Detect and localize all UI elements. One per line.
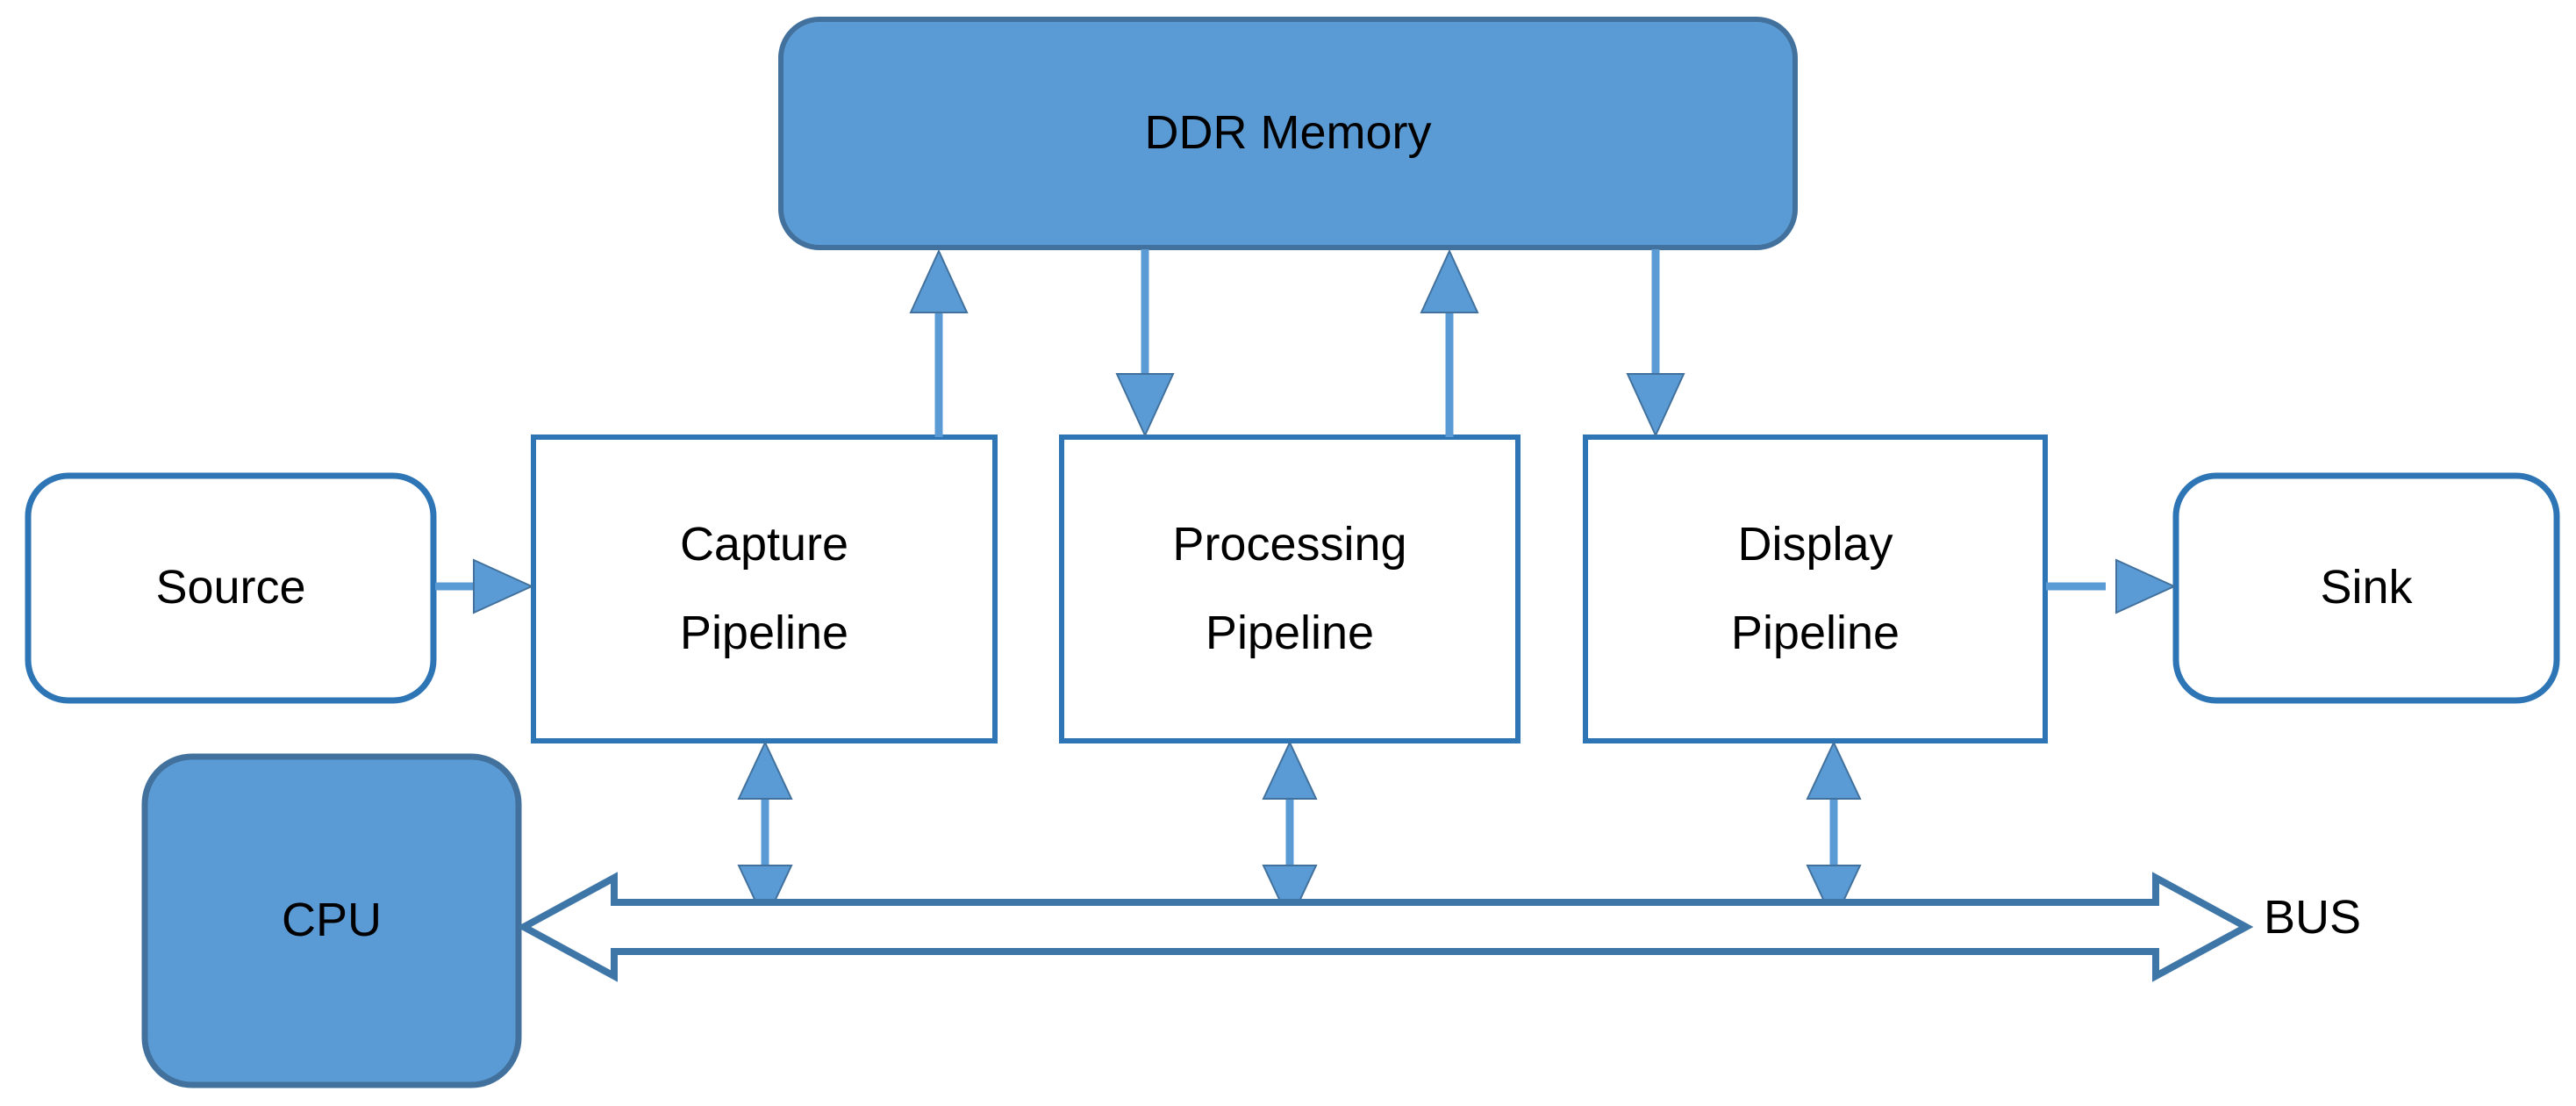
- node-display-pipeline[interactable]: [1583, 434, 2048, 743]
- edge-processing-to-ddr: [1420, 248, 1479, 437]
- edge-ddr-to-processing: [1115, 249, 1175, 438]
- node-cpu[interactable]: [141, 753, 522, 1088]
- bus-arrow[interactable]: [516, 872, 2254, 982]
- node-sink[interactable]: [2172, 472, 2560, 704]
- node-ddr-memory[interactable]: [778, 17, 1798, 250]
- edge-display-to-bus: [1806, 740, 1862, 924]
- node-capture-pipeline[interactable]: [531, 434, 998, 743]
- edge-source-to-capture: [435, 558, 534, 614]
- node-processing-pipeline[interactable]: [1059, 434, 1521, 743]
- edge-processing-to-bus: [1262, 740, 1318, 924]
- edge-capture-to-bus: [737, 740, 793, 924]
- edge-ddr-to-display: [1626, 249, 1685, 438]
- edge-capture-to-ddr: [909, 248, 969, 437]
- edge-display-to-sink: [2046, 558, 2177, 614]
- node-source[interactable]: [25, 472, 437, 704]
